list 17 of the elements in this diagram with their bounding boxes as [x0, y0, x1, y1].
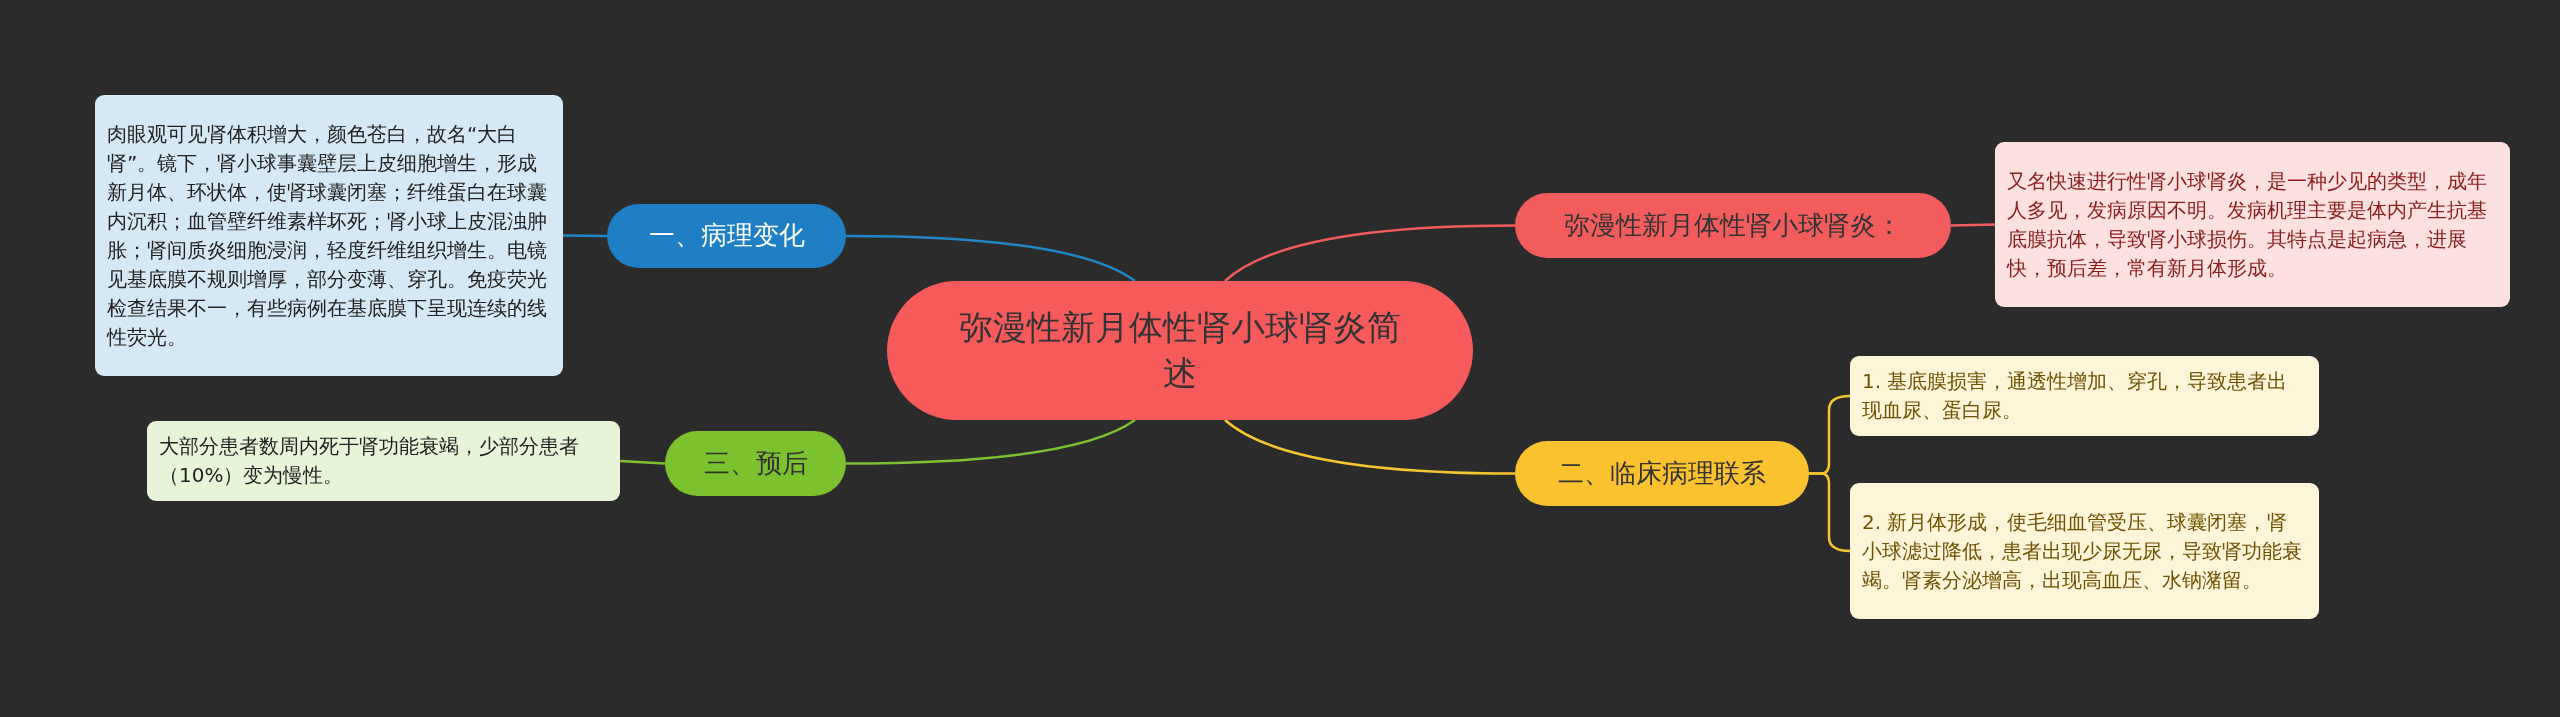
- note-card: 又名快速进行性肾小球肾炎，是一种少见的类型，成年人多见，发病原因不明。发病机理主要是体内产生抗基底膜抗体，导致肾小球损伤。其特点是起病急，进展快，预后差，常有新月体形成。: [1995, 142, 2510, 307]
- connector-line: [1950, 223, 1996, 227]
- branch-topic: 弥漫性新月体性肾小球肾炎：: [1515, 193, 1951, 258]
- branch-topic: 一、病理变化: [607, 204, 846, 268]
- connector-line: [846, 418, 1136, 465]
- note-card: 大部分患者数周内死于肾功能衰竭，少部分患者（10%）变为慢性。: [147, 421, 620, 501]
- branch-topic: 三、预后: [665, 431, 846, 496]
- connector-line: [846, 234, 1136, 283]
- note-card: 肉眼观可见肾体积增大，颜色苍白，故名“大白肾”。镜下，肾小球事囊壁层上皮细胞增生，形成新月体、环状体，使肾球囊闭塞；纤维蛋白在球囊内沉积；血管壁纤维素样坏死；肾小球上皮混浊肿胀；肾间质炎细胞浸润，轻度纤维组织增生。电镜见基底膜不规则增厚，部分变薄、穿孔。免疫荧光检查结果不一，有些病例在基底膜下呈现连续的线性荧光。: [95, 95, 563, 376]
- connector-line: [1224, 419, 1515, 475]
- note-card: 2. 新月体形成，使毛细血管受压、球囊闭塞，肾小球滤过降低，患者出现少尿无尿，导致肾功能衰竭。肾素分泌增高，出现高血压、水钠潴留。: [1850, 483, 2319, 619]
- connector-line: [563, 234, 607, 238]
- connector-line: [619, 459, 666, 465]
- central-topic: 弥漫性新月体性肾小球肾炎简述: [887, 281, 1473, 420]
- note-card: 1. 基底膜损害，通透性增加、穿孔，导致患者出现血尿、蛋白尿。: [1850, 356, 2319, 436]
- connector-line: [1224, 224, 1515, 282]
- branch-topic: 二、临床病理联系: [1515, 441, 1809, 506]
